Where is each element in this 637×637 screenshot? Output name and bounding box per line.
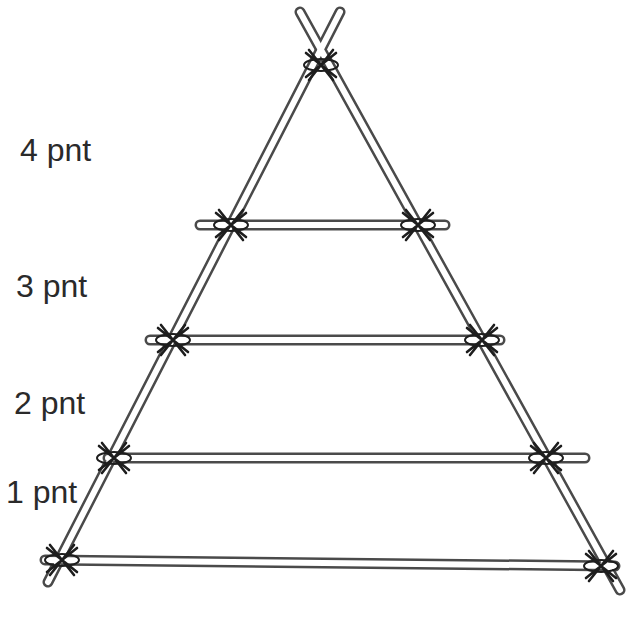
- point-label: 4 pnt: [18, 132, 93, 168]
- point-label: 1 pnt: [4, 474, 79, 510]
- lashings: [45, 50, 618, 581]
- point-label: 3 pnt: [14, 268, 89, 304]
- point-label: 2 pnt: [12, 385, 87, 421]
- sticks: [45, 12, 620, 590]
